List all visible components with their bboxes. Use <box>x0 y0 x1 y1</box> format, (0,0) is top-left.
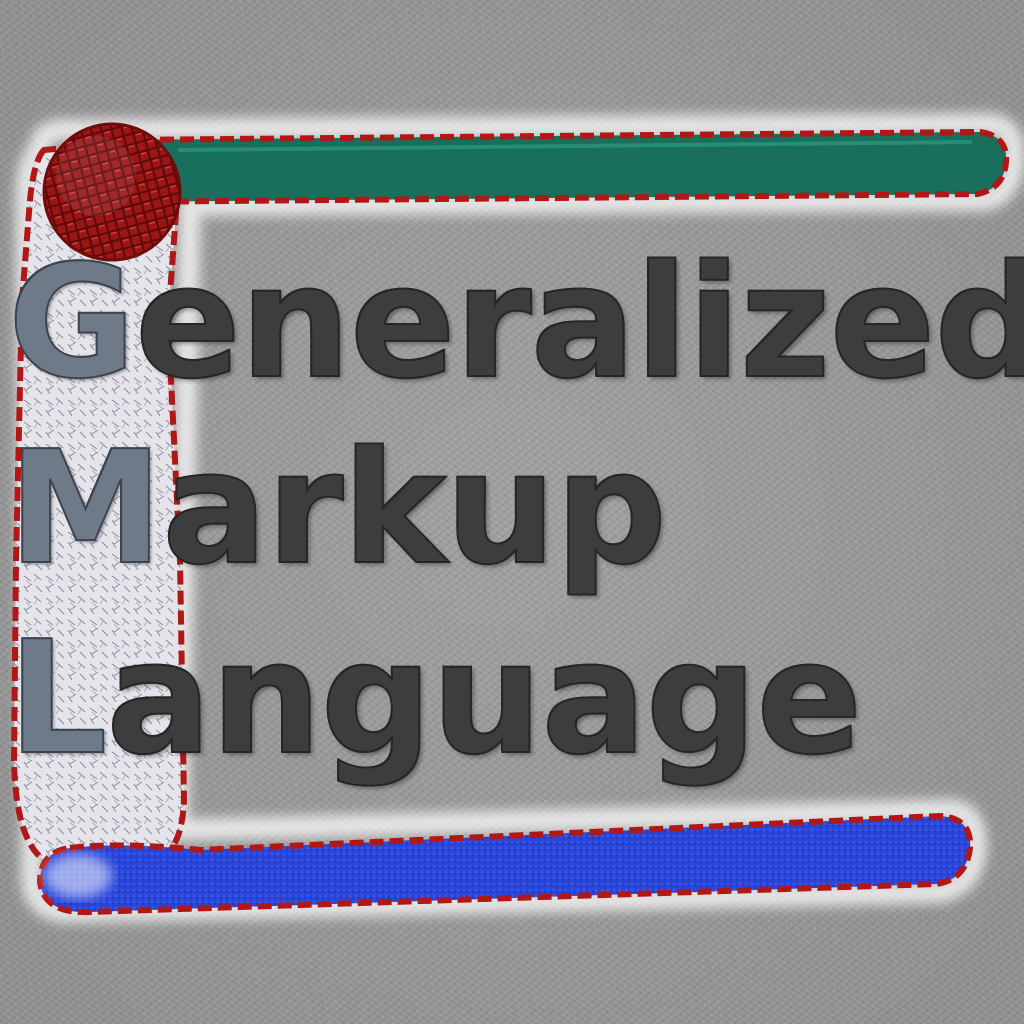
frame-halo <box>15 113 1024 923</box>
bottom-bar-glare <box>44 854 112 898</box>
word-generalized-rest: eneralized <box>134 231 1024 413</box>
word-language-rest: anguage <box>105 607 863 789</box>
word-markup-rest: arkup <box>161 417 668 599</box>
word-markup: Markup <box>7 429 668 587</box>
top-bar-highlight <box>178 140 972 152</box>
initial-m: M <box>7 417 164 599</box>
initial-l: L <box>7 607 108 789</box>
red-knob-shade <box>56 136 136 216</box>
initial-g: G <box>7 231 137 413</box>
word-language: Language <box>7 619 863 777</box>
bottom-bar <box>37 813 974 916</box>
word-generalized: Generalized <box>7 243 1024 401</box>
red-knob <box>42 122 182 262</box>
